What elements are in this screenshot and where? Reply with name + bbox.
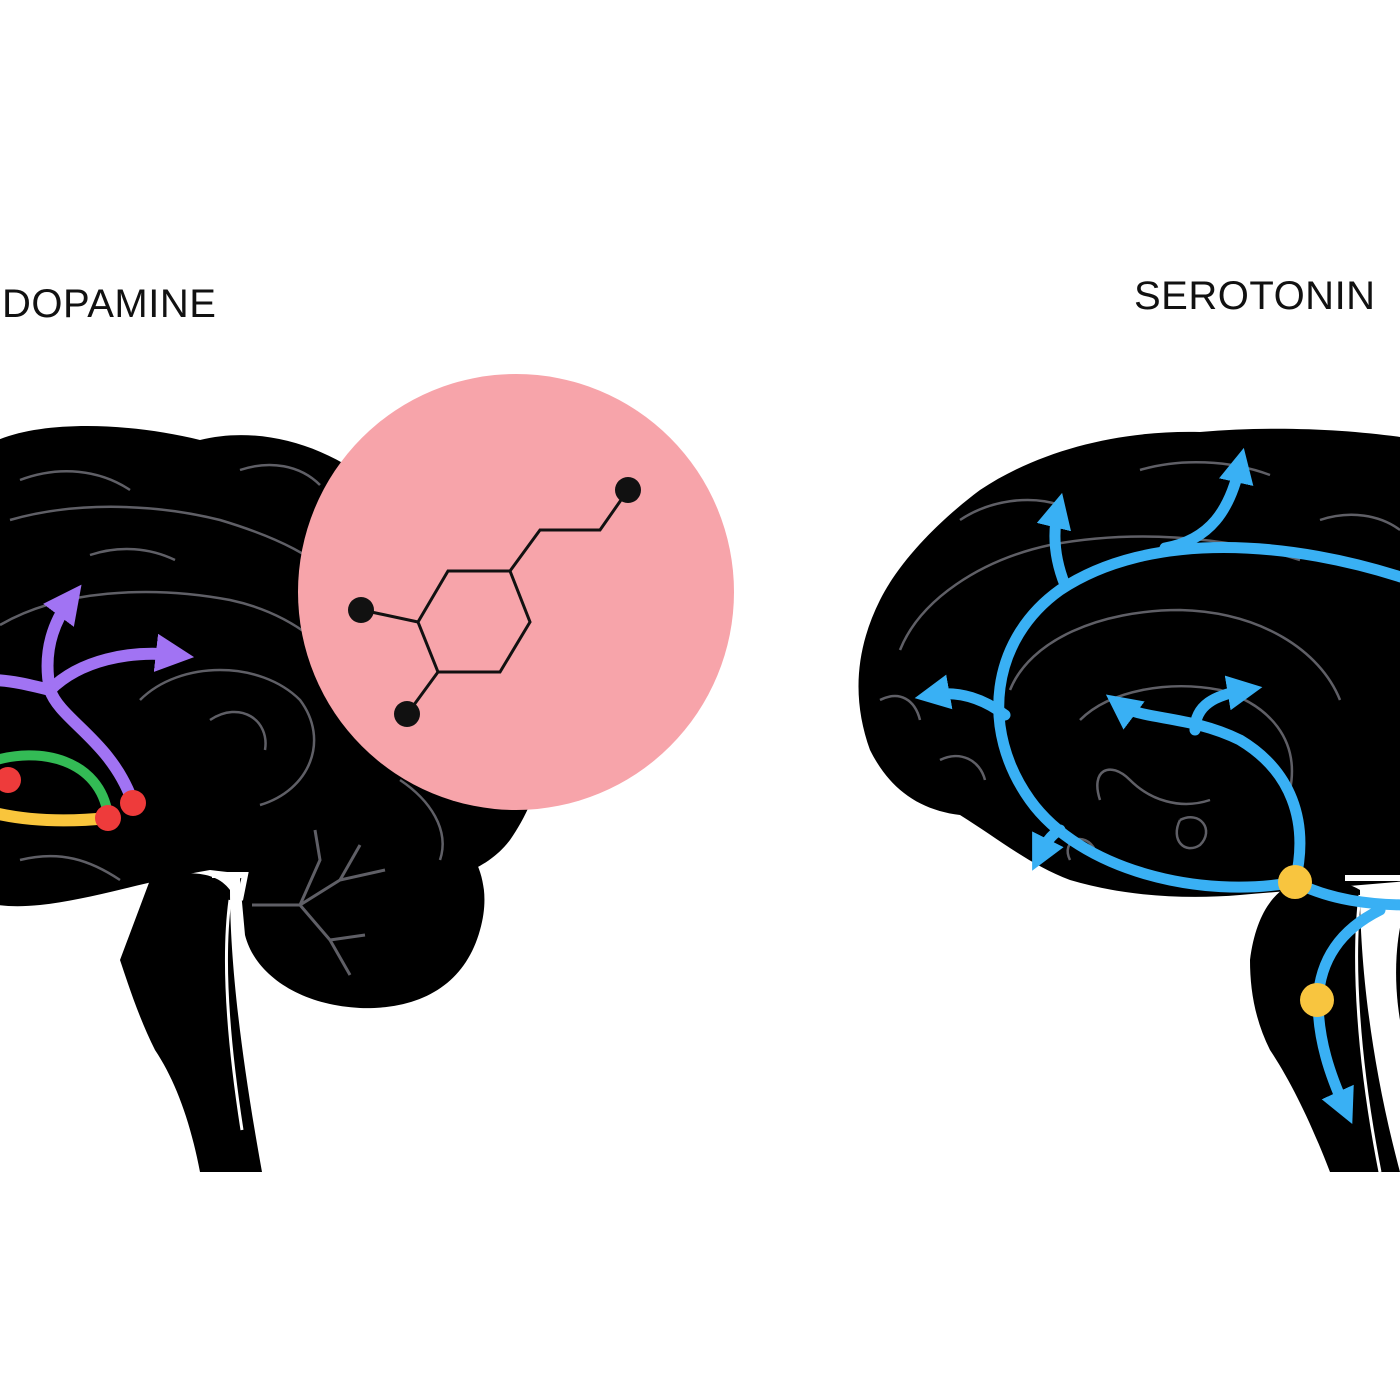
pathway-low-front	[1032, 824, 1066, 871]
dopamine-node-3	[0, 767, 21, 793]
serotonin-node-2	[1300, 983, 1334, 1017]
right-brain	[858, 428, 1400, 1173]
serotonin-node-1	[1278, 865, 1312, 899]
right-cerebellum	[1396, 927, 1400, 1020]
molecule-atom-1	[615, 477, 641, 503]
dopamine-node-2	[120, 790, 146, 816]
pathway-inner-up	[1189, 675, 1263, 736]
molecule-atom-2	[348, 597, 374, 623]
pathway-green	[0, 750, 113, 820]
pathway-purple-branch	[44, 633, 195, 696]
left-cerebellum-arbor	[252, 829, 386, 976]
pathway-purple-left	[0, 674, 56, 696]
serotonin-label: SEROTONIN	[1134, 274, 1376, 318]
pathway-inner	[1105, 694, 1306, 888]
molecule-atom-3	[394, 701, 420, 727]
dopamine-molecule-icon	[298, 374, 734, 810]
dopamine-label: DOPAMINE	[2, 282, 217, 326]
molecule-circle	[298, 374, 734, 810]
right-cerebrum	[858, 428, 1400, 897]
pathway-up-right	[1159, 447, 1254, 554]
pathway-main-arc	[993, 542, 1400, 893]
pathway-front	[914, 674, 1011, 721]
dopamine-node-1	[95, 805, 121, 831]
left-cerebellum	[240, 797, 485, 1009]
pathway-up-left	[1036, 492, 1072, 591]
